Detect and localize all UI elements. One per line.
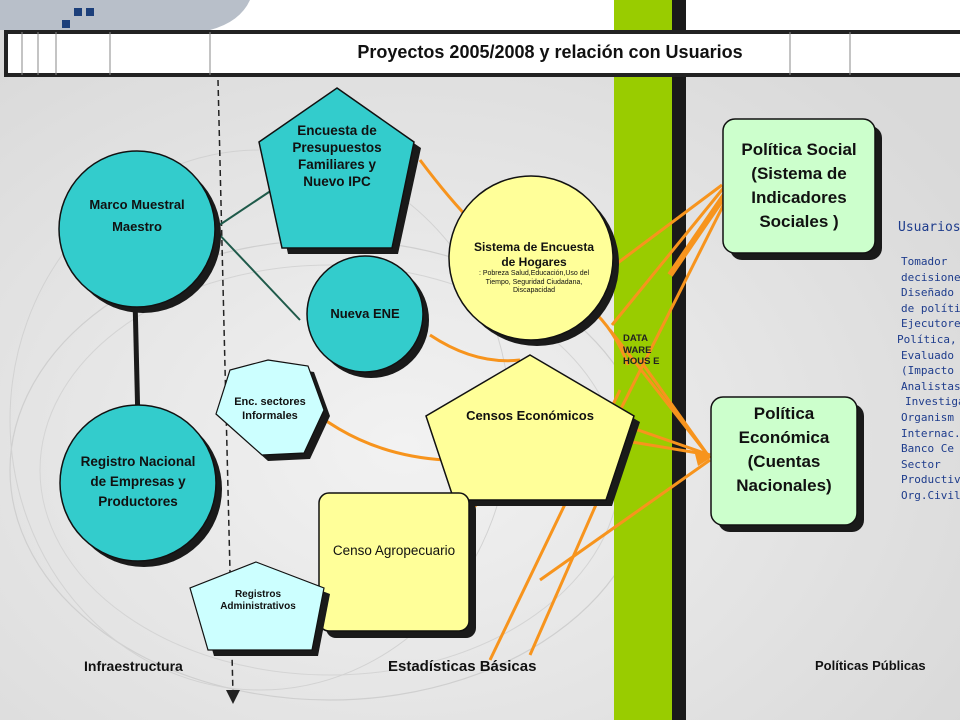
- curve-ene-censos: [429, 333, 521, 363]
- censo-agro-shape[interactable]: [318, 492, 470, 632]
- registros-admin-label: Registros Administrativos: [208, 582, 308, 620]
- users-list-item: Internac.: [901, 426, 960, 440]
- arrow-sistema-social-2: [610, 179, 732, 326]
- politica-social-label: Política Social (Sistema de Indicadores …: [730, 126, 868, 246]
- arrow-dw-economica-2: [638, 359, 712, 459]
- politica-social-shape[interactable]: [722, 118, 876, 254]
- users-list-item: Diseñado: [901, 286, 954, 300]
- logo-square: [74, 8, 82, 16]
- section-infraestructura: Infraestructura: [84, 658, 183, 674]
- logo-square: [86, 8, 94, 16]
- registro-nacional-label: Registro Nacional de Empresas y Producto…: [76, 440, 200, 524]
- marco-muestral-text: Marco Muestral Maestro: [89, 197, 185, 234]
- encuesta-presupuestos-shape[interactable]: [258, 87, 415, 249]
- arrowhead-economica: [694, 450, 712, 466]
- registros-admin-shape[interactable]: [189, 561, 325, 651]
- users-list-item: de polític: [901, 301, 960, 315]
- sistema-encuesta-detail: : Pobreza Salud,Educación,Uso del Tiempo…: [478, 270, 590, 295]
- sistema-encuesta-shape[interactable]: [448, 175, 614, 341]
- dashed-divider-arrowhead: [226, 690, 240, 704]
- section-politicas-publicas: Políticas Públicas: [815, 658, 926, 673]
- politica-economica-label: Política Económica (Cuentas Nacionales): [716, 400, 852, 500]
- users-list-item: decisione: [901, 270, 960, 284]
- title-bar: [4, 30, 960, 77]
- users-title: Usuarios: [898, 220, 960, 235]
- connector-marco-registro: [132, 297, 141, 425]
- users-list-item: Organism: [901, 410, 954, 424]
- users-list-item: Productiv: [901, 473, 960, 487]
- nueva-ene-label: Nueva ENE: [310, 300, 420, 328]
- logo-swoosh: [0, 0, 250, 30]
- encuesta-presupuestos-label: Encuesta de Presupuestos Familiares y Nu…: [278, 116, 396, 198]
- censo-agro-text: Censo Agropecuario: [332, 542, 456, 558]
- censo-agro-label: Censo Agropecuario: [330, 528, 458, 572]
- encuesta-presupuestos-text: Encuesta de Presupuestos Familiares y Nu…: [292, 123, 382, 189]
- enc-informales-label: Enc. sectores Informales: [232, 384, 308, 436]
- enc-informales-text: Enc. sectores Informales: [234, 396, 306, 422]
- users-list-item: Sector: [901, 457, 941, 471]
- users-list-item: Banco Ce: [901, 442, 954, 456]
- users-list-item: Ejecutore: [901, 317, 960, 331]
- users-list-item: Política,: [897, 332, 957, 346]
- nueva-ene-shape[interactable]: [306, 255, 424, 373]
- registros-admin-text: Registros Administrativos: [220, 588, 296, 613]
- page-title: Proyectos 2005/2008 y relación con Usuar…: [357, 42, 743, 62]
- data-warehouse-text: DATA WARE HOUS E: [623, 333, 660, 367]
- registro-nacional-shape[interactable]: [59, 404, 217, 562]
- politica-social-text: Política Social (Sistema de Indicadores …: [741, 140, 857, 231]
- enc-informales-shape[interactable]: [215, 359, 325, 456]
- nueva-ene-text: Nueva ENE: [330, 305, 400, 321]
- arrow-agro-economica: [539, 458, 711, 582]
- users-list-item: Investiga: [905, 395, 960, 409]
- sistema-encuesta-title: Sistema de Encuesta de Hogares: [473, 240, 595, 270]
- censos-economicos-text: Censos Económicos: [466, 407, 594, 423]
- section-estadisticas-basicas: Estadísticas Básicas: [388, 658, 537, 675]
- connector-marco-ene: [214, 229, 301, 321]
- censos-economicos-shape[interactable]: [425, 354, 635, 501]
- politica-economica-text: Política Económica (Cuentas Nacionales): [736, 404, 832, 495]
- data-warehouse-label: DATA WARE HOUS E: [623, 333, 663, 368]
- censos-economicos-label: Censos Económicos: [440, 403, 620, 429]
- users-list-item: Tomador: [901, 255, 948, 268]
- arrow-sistema-social: [614, 183, 723, 267]
- politica-economica-shape[interactable]: [710, 396, 858, 526]
- data-warehouse-bar-edge: [672, 0, 686, 720]
- users-list-item: Evaluado: [901, 348, 954, 362]
- logo-square: [62, 20, 70, 28]
- users-list-item: Org.Civile: [901, 488, 960, 502]
- registro-nacional-text: Registro Nacional de Empresas y Producto…: [80, 454, 196, 509]
- marco-muestral-shape[interactable]: [58, 150, 216, 308]
- users-list-item: Analistas: [901, 379, 960, 393]
- marco-muestral-label: Marco Muestral Maestro: [72, 190, 202, 242]
- sistema-encuesta-label: Sistema de Encuesta de Hogares : Pobreza…: [470, 220, 598, 316]
- users-list-item: (Impacto: [901, 364, 954, 378]
